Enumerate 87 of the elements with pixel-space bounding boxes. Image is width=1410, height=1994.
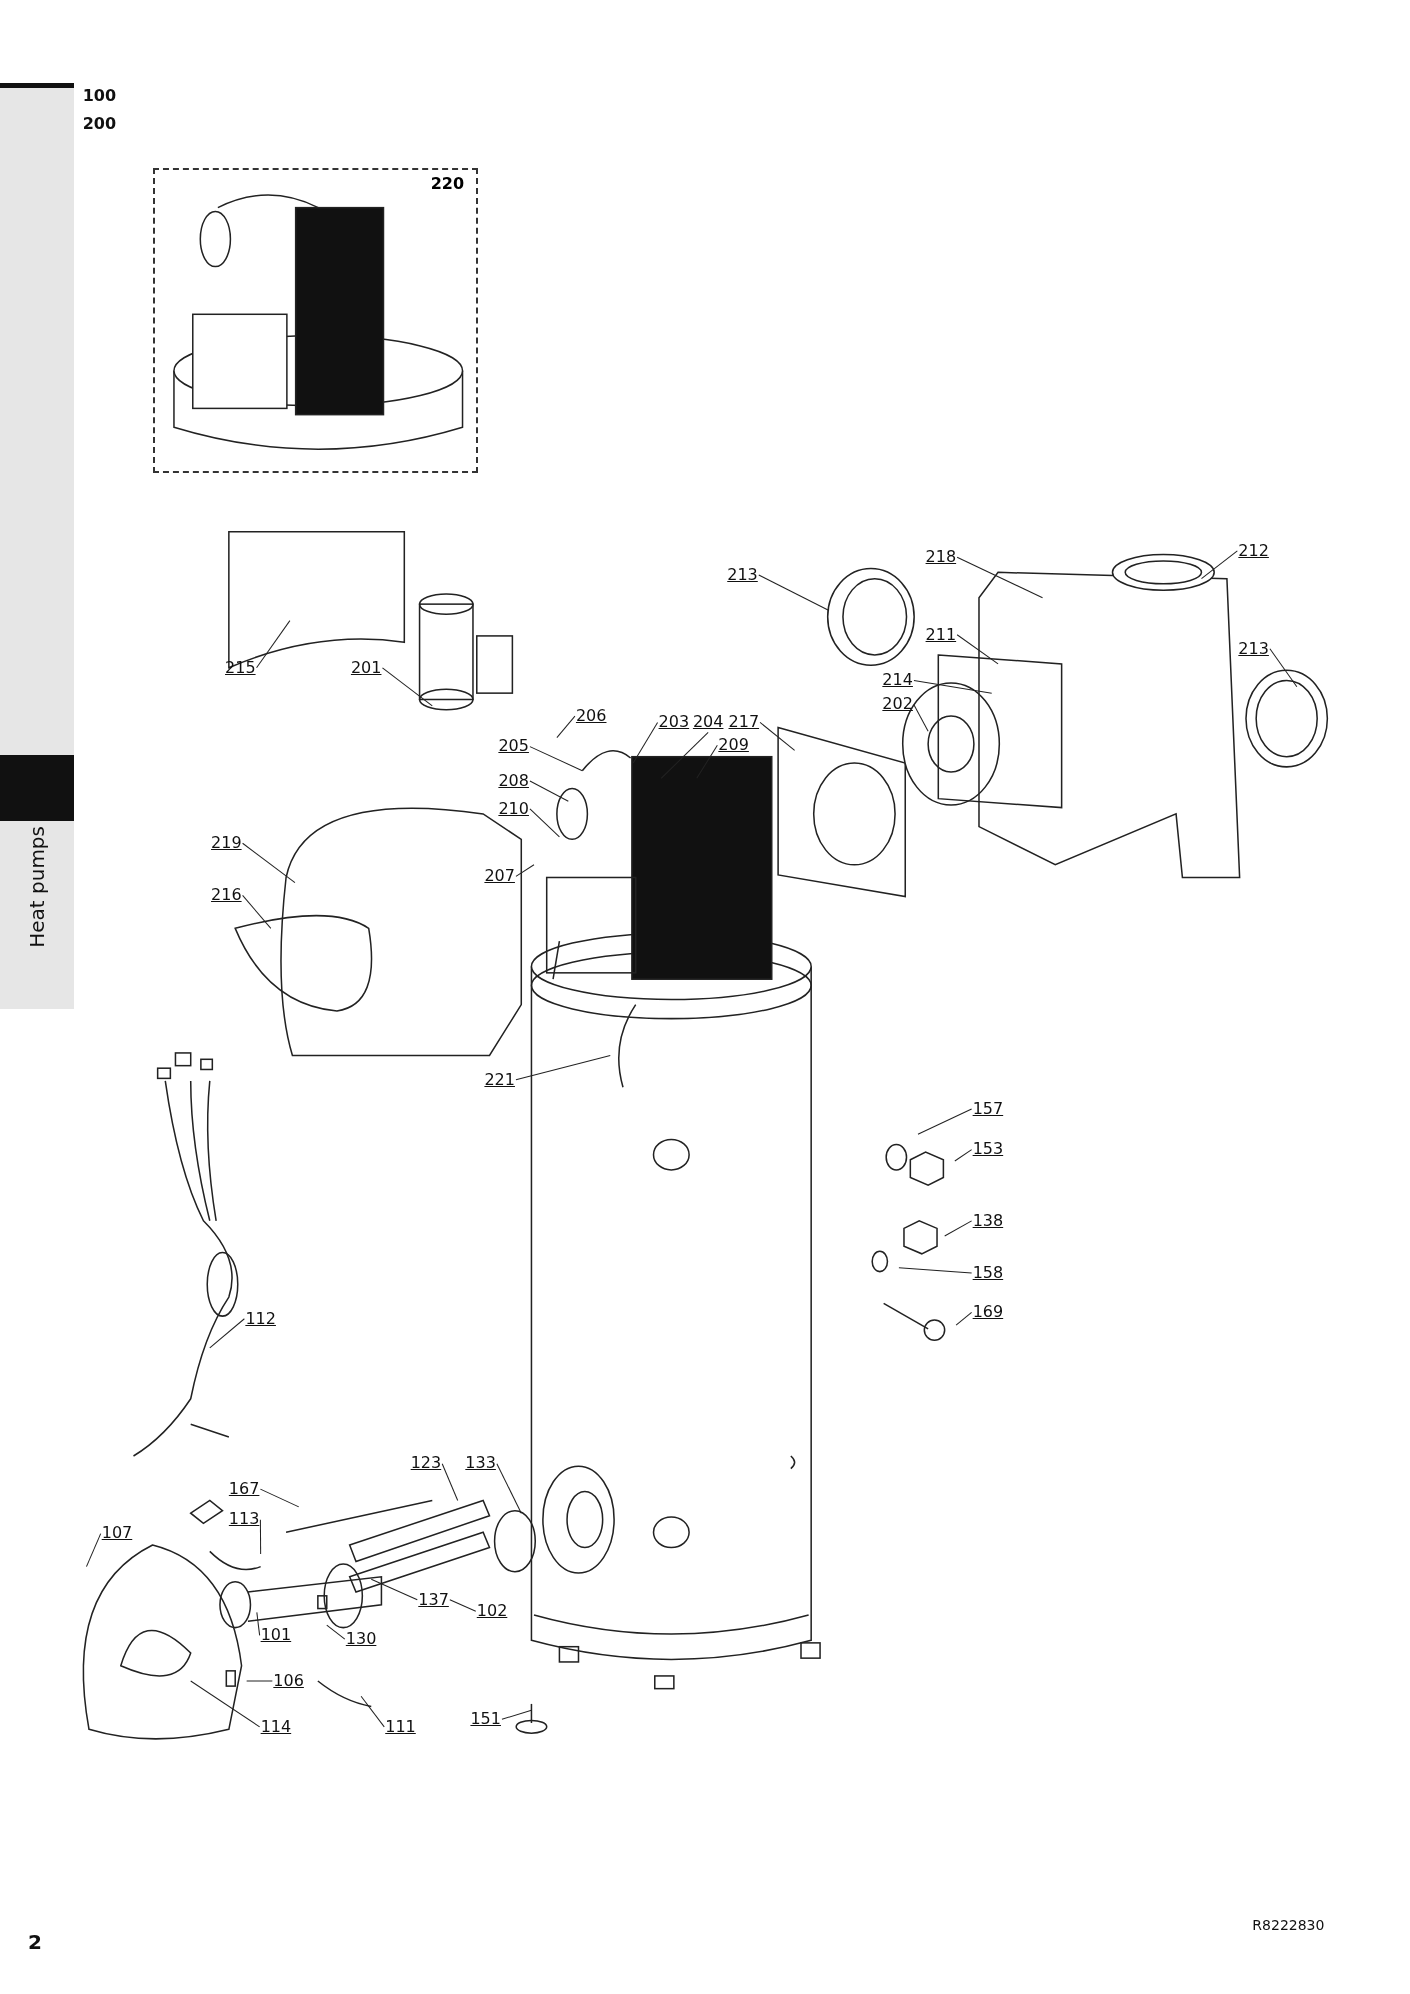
document-reference: R8222830 [1252,1917,1325,1934]
callout-number: 169 [972,1303,1004,1322]
callout-number: 215 [225,658,256,677]
callout-number: 167 [228,1479,260,1498]
callout-number: 216 [211,886,242,905]
callout-number: 201 [350,658,382,677]
leader-line [1201,550,1238,580]
callout-number: 213 [727,565,758,584]
leader-line [259,1488,300,1508]
callout-number: 212 [1238,541,1269,560]
callout-number: 221 [484,1070,515,1089]
leader-line [259,1519,262,1555]
leader-line [515,1055,611,1081]
leader-line [954,1149,973,1162]
callout-number: 133 [465,1454,496,1473]
leader-line [556,715,576,739]
leader-line [956,634,999,665]
callout-number: 114 [260,1717,292,1736]
leader-line [496,1463,522,1514]
leader-line [190,1680,261,1728]
leader-line [660,731,709,779]
leader-line [246,1680,273,1682]
model-number: 100 [82,86,117,106]
leader-line [256,620,291,669]
section-title: Heat pumps [25,826,50,949]
leader-line [759,721,796,751]
callout-number: 214 [882,671,913,690]
leader-line [955,1311,973,1326]
leader-line [529,780,569,802]
callout-number: 158 [972,1263,1004,1282]
callout-number: 220 [430,173,465,193]
leader-line [515,864,535,877]
leader-line [441,1463,459,1501]
callout-number: 207 [484,867,515,886]
leader-line [632,721,659,764]
callout-number: 210 [498,799,529,818]
callout-number: 112 [245,1309,276,1328]
leader-line [944,1220,973,1237]
callout-number: 107 [101,1524,133,1543]
callout-number: 211 [925,625,957,644]
leader-line [696,744,718,779]
leader-line [529,746,583,772]
callout-number: 205 [498,737,529,756]
leader-line [449,1599,477,1612]
leader-line [326,1624,346,1640]
callout-number: 219 [211,834,242,853]
inset-frame [152,167,479,473]
callout-number: 130 [345,1629,377,1648]
callout-number: 157 [972,1099,1004,1118]
leader-line [360,1695,385,1728]
callout-number: 153 [972,1140,1004,1159]
callout-number: 102 [476,1601,508,1620]
leader-line [209,1318,245,1349]
callout-number: 137 [418,1590,449,1609]
leader-line [898,1267,973,1274]
callout-number: 208 [498,771,529,790]
callout-number: 113 [228,1510,260,1529]
leader-line [529,808,560,838]
leader-line [242,842,296,884]
callout-number: 106 [273,1671,304,1690]
callout-number: 123 [410,1454,442,1473]
callout-number: 101 [260,1626,292,1645]
leader-line [242,894,272,929]
leader-line [1269,648,1298,688]
callout-number: 213 [1238,639,1269,658]
callout-number: 206 [575,706,607,725]
callout-number: 203 [658,713,690,732]
model-number: 200 [82,114,117,134]
callout-number: 111 [385,1717,416,1736]
callout-number: 209 [718,736,749,755]
leader-line [913,680,993,694]
leader-line [256,1611,261,1636]
callout-number: 204 [692,713,724,732]
callout-number: 202 [882,695,913,714]
leader-line [370,1578,418,1601]
leader-line [381,667,433,707]
callout-number: 151 [470,1710,501,1729]
leader-line [758,574,830,611]
page-number: 2 [27,1930,42,1954]
callout-number: 217 [728,713,760,732]
leader-line [913,704,929,732]
callout-number: 218 [925,547,957,566]
leader-line [85,1533,102,1568]
leader-line [956,556,1044,599]
callout-number: 138 [972,1211,1004,1230]
leader-line [917,1108,973,1135]
leader-line [501,1709,532,1720]
